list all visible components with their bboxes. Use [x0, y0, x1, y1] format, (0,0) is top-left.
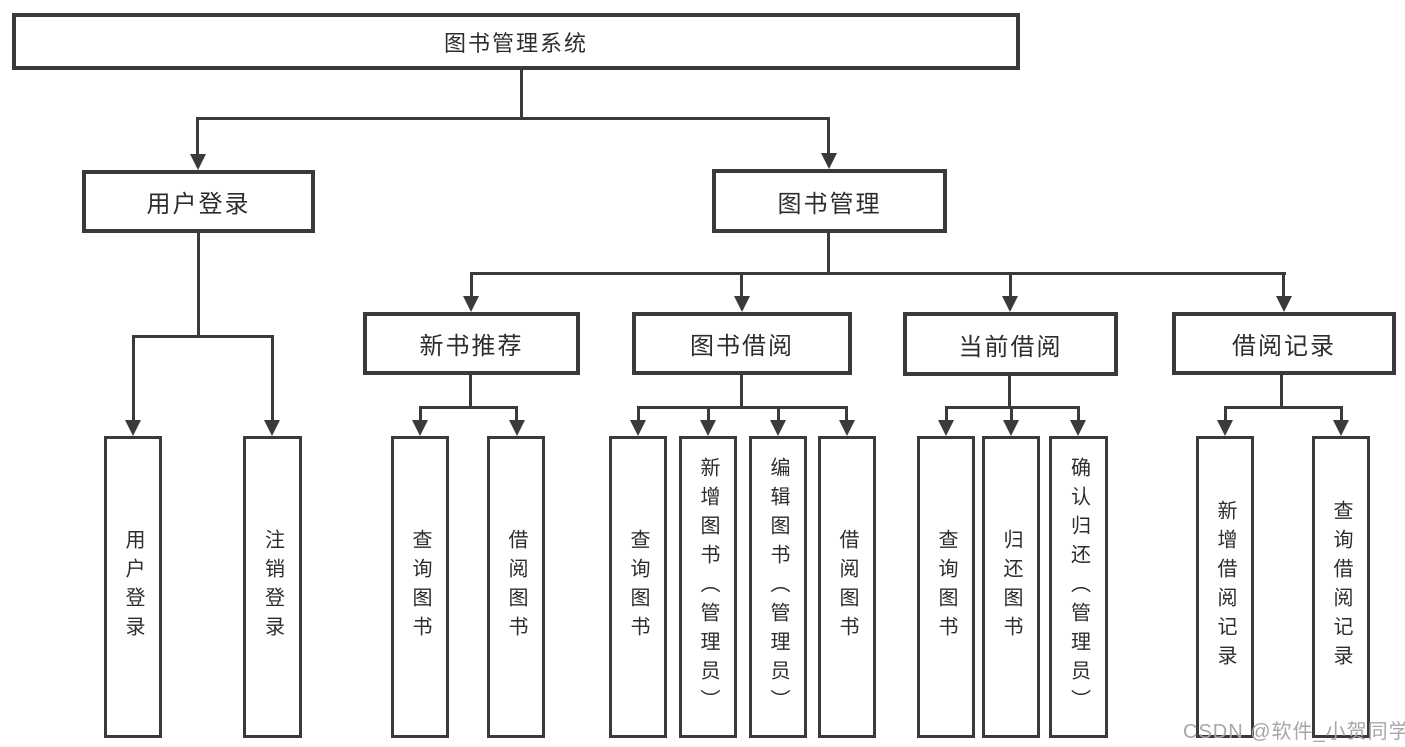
leaf-logout: 注销登录: [243, 436, 302, 738]
connector-arrow-shaft: [945, 406, 948, 422]
leaf-label: 新增图书（管理员）: [697, 456, 719, 718]
connector-arrow-shaft: [419, 406, 422, 422]
connector-arrow-shaft: [1282, 272, 1285, 298]
arrowhead-down-icon: [509, 420, 525, 436]
connector-book-management-stem: [827, 233, 830, 272]
connector-user-login-stem: [197, 233, 200, 335]
connector-arrow-shaft: [740, 272, 743, 298]
leaf-label: 编辑图书（管理员）: [767, 456, 789, 718]
leaf-label: 新增借阅记录: [1214, 500, 1236, 674]
leaf-label: 查询图书: [409, 529, 431, 645]
arrowhead-down-icon: [264, 420, 280, 436]
node-borrowing-records: 借阅记录: [1172, 312, 1396, 375]
connector-root-stem: [520, 70, 523, 117]
node-user-login: 用户登录: [82, 170, 315, 233]
arrowhead-down-icon: [412, 420, 428, 436]
connector-branch-recommendation: [419, 406, 518, 409]
node-library-management-system: 图书管理系统: [12, 13, 1020, 70]
leaf-label: 借阅图书: [505, 529, 527, 645]
leaf-label: 查询借阅记录: [1330, 500, 1352, 674]
arrowhead-down-icon: [1276, 296, 1292, 312]
connector-arrow-shaft: [707, 406, 710, 422]
leaf-user-login: 用户登录: [104, 436, 162, 738]
connector-stem: [740, 375, 743, 406]
connector-stem: [469, 375, 472, 406]
arrowhead-down-icon: [1070, 420, 1086, 436]
leaf-query-borrow-record: 查询借阅记录: [1312, 436, 1370, 738]
leaf-label: 查询图书: [627, 529, 649, 645]
arrowhead-down-icon: [734, 296, 750, 312]
node-book-management: 图书管理: [712, 169, 947, 233]
leaf-edit-book-admin: 编辑图书（管理员）: [749, 436, 807, 738]
arrowhead-down-icon: [1217, 420, 1233, 436]
connector-arrow-shaft: [827, 117, 830, 154]
connector-arrow-shaft: [1077, 406, 1080, 422]
arrowhead-down-icon: [700, 420, 716, 436]
connector-arrow-shaft: [1340, 406, 1343, 422]
arrowhead-down-icon: [463, 296, 479, 312]
arrowhead-down-icon: [770, 420, 786, 436]
connector-branch-level1: [197, 117, 830, 120]
arrowhead-down-icon: [190, 154, 206, 170]
connector-branch-records: [1224, 406, 1342, 409]
connector-arrow-shaft: [515, 406, 518, 422]
connector-arrow-shaft: [1010, 406, 1013, 422]
connector-arrow-shaft: [1224, 406, 1227, 422]
arrowhead-down-icon: [821, 153, 837, 169]
leaf-query-books-current: 查询图书: [917, 436, 975, 738]
leaf-add-borrow-record: 新增借阅记录: [1196, 436, 1254, 738]
node-new-book-recommendation: 新书推荐: [363, 312, 580, 375]
connector-arrow-shaft: [777, 406, 780, 422]
connector-arrow-shaft: [637, 406, 640, 422]
leaf-label: 用户登录: [122, 529, 144, 645]
connector-branch-user-login: [132, 335, 274, 338]
connector-arrow-shaft: [271, 335, 274, 421]
arrowhead-down-icon: [630, 420, 646, 436]
leaf-return-book: 归还图书: [982, 436, 1040, 738]
leaf-confirm-return-admin: 确认归还（管理员）: [1049, 436, 1108, 738]
connector-arrow-shaft: [845, 406, 848, 422]
leaf-query-books-borrow: 查询图书: [609, 436, 667, 738]
connector-arrow-shaft: [470, 272, 473, 298]
node-current-borrowing: 当前借阅: [903, 312, 1118, 376]
node-book-borrowing: 图书借阅: [632, 312, 852, 375]
leaf-add-book-admin: 新增图书（管理员）: [679, 436, 737, 738]
connector-arrow-shaft: [1009, 272, 1012, 298]
leaf-borrow-books-recommend: 借阅图书: [487, 436, 545, 738]
csdn-watermark: CSDN @软件_小贺同学: [1183, 721, 1405, 743]
connector-stem: [1008, 375, 1011, 406]
leaf-label: 归还图书: [1000, 529, 1022, 645]
arrowhead-down-icon: [839, 420, 855, 436]
leaf-borrow-books: 借阅图书: [818, 436, 876, 738]
leaf-label: 确认归还（管理员）: [1067, 456, 1090, 718]
leaf-label: 注销登录: [261, 529, 284, 645]
connector-arrow-shaft: [132, 335, 135, 421]
leaf-query-books-recommend: 查询图书: [391, 436, 449, 738]
arrowhead-down-icon: [125, 420, 141, 436]
connector-branch-borrowing: [637, 406, 848, 409]
connector-stem: [1280, 375, 1283, 406]
arrowhead-down-icon: [1333, 420, 1349, 436]
arrowhead-down-icon: [1002, 296, 1018, 312]
arrowhead-down-icon: [1003, 420, 1019, 436]
arrowhead-down-icon: [938, 420, 954, 436]
leaf-label: 查询图书: [935, 529, 957, 645]
connector-arrow-shaft: [196, 117, 199, 155]
leaf-label: 借阅图书: [836, 529, 858, 645]
connector-branch-level2: [470, 272, 1286, 275]
